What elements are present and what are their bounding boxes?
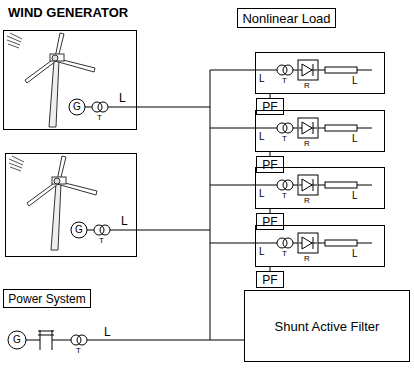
box-label: Power System — [8, 293, 85, 305]
load-box: LTRL — [255, 167, 385, 209]
symbol-letter: L — [259, 189, 265, 199]
box-label: Shunt Active Filter — [275, 320, 380, 333]
load-box: LTRL — [255, 225, 385, 267]
symbol-letter: R — [304, 197, 310, 205]
symbol-letter: T — [99, 237, 104, 245]
load-box: LTRL — [255, 110, 385, 152]
wind-turbine — [9, 156, 97, 250]
symbol-letter: T — [97, 114, 102, 122]
symbol-letter: T — [76, 347, 81, 355]
load-box: LTRL — [255, 52, 385, 94]
symbol-letter: L — [259, 132, 265, 142]
box-label: PF — [262, 274, 277, 286]
nonlinear-load-label: Nonlinear Load — [237, 8, 336, 28]
wind-generator-box: WIND GENERATORGTL — [3, 30, 137, 130]
heading: WIND GENERATOR — [8, 6, 128, 19]
symbol-letter: T — [282, 250, 287, 258]
symbol-letter: R — [304, 255, 310, 263]
symbol-letter: L — [104, 326, 111, 338]
symbol-letter: L — [352, 76, 358, 86]
wind-turbine — [7, 33, 95, 127]
symbol-letter: T — [282, 192, 287, 200]
load-circuit — [210, 233, 372, 253]
power-system-label: Power System — [3, 289, 91, 308]
pf-label: PF — [256, 213, 284, 230]
symbol-letter: L — [121, 215, 128, 227]
load-circuit — [210, 60, 372, 80]
pf-label: PF — [256, 156, 284, 173]
symbol-letter: L — [259, 74, 265, 84]
wind-generator-box: G T L — [5, 153, 137, 257]
shunt-filter-box: Shunt Active Filter — [244, 290, 410, 362]
pf-label: PF — [256, 271, 284, 288]
symbol-letter: L — [119, 92, 126, 104]
box-label: Nonlinear Load — [242, 12, 330, 25]
symbol-letter: L — [352, 134, 358, 144]
symbol-letter: L — [352, 249, 358, 259]
symbol-letter: G — [13, 335, 21, 345]
symbol-letter: R — [304, 140, 310, 148]
symbol-letter: T — [282, 135, 287, 143]
box-label: PF — [262, 159, 277, 171]
load-circuit — [210, 175, 372, 195]
load-circuit — [210, 118, 372, 138]
pf-label: PF — [256, 98, 284, 115]
symbol-letter: L — [259, 247, 265, 257]
generator-wiring — [8, 70, 244, 350]
symbol-letter: G — [75, 225, 83, 235]
symbol-letter: G — [73, 102, 81, 112]
symbol-letter: R — [304, 82, 310, 90]
symbol-letter: T — [282, 77, 287, 85]
symbol-letter: L — [352, 191, 358, 201]
